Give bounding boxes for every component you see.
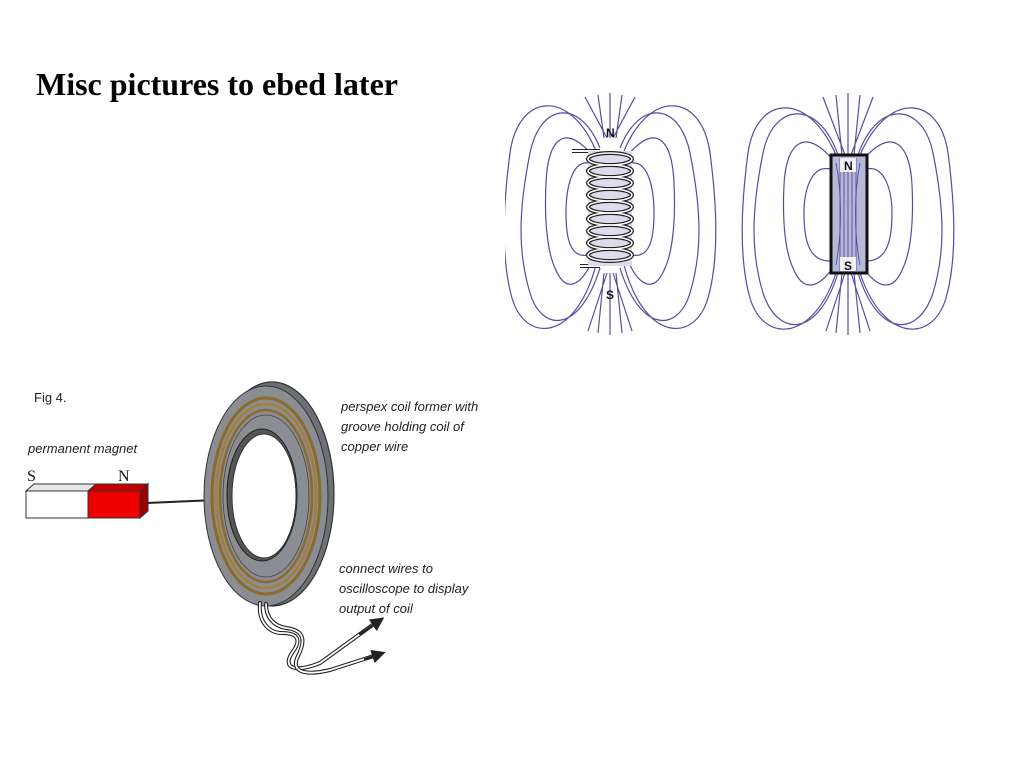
- magnet-south-pole: [25, 490, 89, 519]
- permanent-magnet: [24, 482, 150, 520]
- former-label-line: copper wire: [341, 439, 408, 454]
- bar-magnet: [829, 153, 869, 275]
- magnet-caption: permanent magnet: [27, 441, 139, 456]
- magnet-south-label: S: [27, 468, 36, 485]
- former-label: perspex coil former with groove holding …: [340, 399, 478, 454]
- former-label-line: groove holding coil of: [341, 419, 465, 434]
- solenoid-field-lines: [505, 93, 717, 335]
- solenoid-south-label: S: [606, 288, 614, 302]
- bar-magnet-south-label: S: [844, 259, 852, 273]
- output-label-line: connect wires to: [339, 561, 433, 576]
- output-label-line: output of coil: [339, 601, 414, 616]
- solenoid-field: N S: [505, 93, 717, 335]
- coil-magnet-figure: Fig 4. permanent magnet S N perspex coil…: [24, 381, 478, 675]
- magnet-north-label: N: [118, 468, 130, 485]
- slide-title: Misc pictures to ebed later: [36, 66, 398, 102]
- magnetic-field-diagram: N S N S: [505, 93, 955, 335]
- wire-arrow-upper: [359, 617, 385, 635]
- output-label-line: oscilloscope to display: [339, 581, 470, 596]
- solenoid-coil: [572, 149, 634, 268]
- figure-label: Fig 4.: [34, 390, 67, 405]
- former-label-line: perspex coil former with: [340, 399, 478, 414]
- coil-former: [203, 381, 335, 607]
- magnet-north-pole: [87, 490, 141, 519]
- output-wires: [257, 601, 386, 675]
- wire-arrow-lower: [364, 649, 386, 664]
- bar-magnet-field: N S: [741, 93, 955, 335]
- bar-magnet-field-lines: [741, 93, 955, 335]
- solenoid-north-label: N: [606, 126, 615, 140]
- output-label: connect wires to oscilloscope to display…: [339, 561, 470, 616]
- bar-magnet-north-label: N: [844, 159, 853, 173]
